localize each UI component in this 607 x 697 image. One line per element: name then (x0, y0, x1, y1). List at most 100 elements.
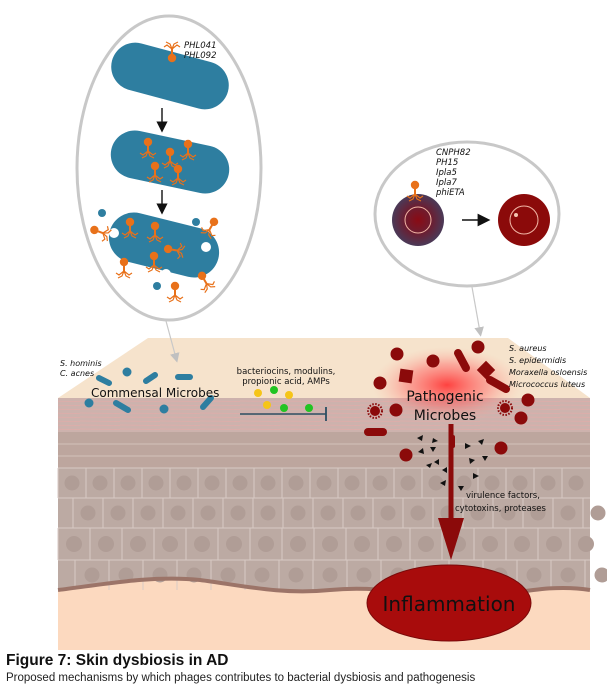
cell-nucleus (380, 505, 396, 521)
inflammation-ellipse (366, 564, 532, 642)
cell-nucleus (290, 505, 306, 521)
commensal-rod-intact (111, 42, 229, 110)
species-s-aureus: S. aureus (509, 344, 547, 353)
cell-nucleus (226, 536, 242, 552)
phage-label-cnph82: CNPH82 (436, 148, 471, 158)
cell-nucleus (194, 536, 210, 552)
cell-nucleus (260, 475, 276, 491)
cell-grid (57, 467, 607, 590)
species-c-acnes: C. acnes (60, 369, 94, 378)
cell-nucleus (350, 505, 366, 521)
cell-nucleus (594, 567, 607, 583)
integrated-genome-ring (509, 205, 539, 235)
antimicrobial-molecules (254, 386, 313, 412)
virulence-factor-triangles (417, 435, 488, 491)
cell-nucleus (230, 505, 246, 521)
pathogenic-label-line1: Pathogenic (406, 389, 483, 405)
phage-label-phieta: phiETA (435, 188, 465, 198)
cell-nucleus (386, 536, 402, 552)
cell-nucleus (148, 475, 164, 491)
commensal-population: S. hominis C. acnes Commensal Microbes (60, 359, 219, 414)
cell-nucleus (80, 505, 96, 521)
cell-nucleus (354, 536, 370, 552)
lysis-holes (109, 228, 211, 279)
callout-pointer-commensal (165, 320, 180, 363)
cell-nucleus (200, 505, 216, 521)
cell-nucleus (456, 475, 472, 491)
cell-nucleus (410, 505, 426, 521)
cell-nucleus (344, 475, 360, 491)
virulence-label-line2: cytotoxins, proteases (455, 504, 546, 514)
cell-nucleus (356, 567, 372, 583)
phage-label-phl041: PHL041 (184, 41, 216, 51)
cell-nucleus (204, 475, 220, 491)
cell-nucleus (530, 505, 546, 521)
cell-nucleus (118, 567, 134, 583)
callout-pointer-pathogen (471, 286, 484, 337)
granular-layer (58, 432, 590, 468)
cell-nucleus (568, 475, 584, 491)
released-fragments (98, 209, 200, 290)
cell-nucleus (320, 505, 336, 521)
commensal-rod-lysing (108, 212, 220, 278)
cell-nucleus (64, 475, 80, 491)
cell-nucleus (322, 567, 338, 583)
cell-nucleus (484, 475, 500, 491)
cell-nucleus (560, 505, 576, 521)
cell-nucleus (322, 536, 338, 552)
cell-nucleus (590, 505, 606, 521)
spiky-bacteria (367, 400, 513, 419)
plasmid-ring (404, 206, 432, 234)
cell-nucleus (540, 475, 556, 491)
cell-nucleus (98, 536, 114, 552)
cell-nucleus (578, 536, 594, 552)
cell-nucleus (254, 567, 270, 583)
cell-nucleus (288, 475, 304, 491)
pathogen-callout-border (373, 140, 561, 288)
inflammation-label: Inflammation (383, 592, 516, 616)
cell-nucleus (232, 475, 248, 491)
pathogenesis-arrow-head (438, 518, 464, 560)
cell-nucleus (110, 505, 126, 521)
cell-nucleus (258, 536, 274, 552)
cell-nucleus (560, 567, 576, 583)
prophage-insert (514, 213, 518, 217)
cell-nucleus (162, 536, 178, 552)
cell-nucleus (546, 536, 562, 552)
cell-nucleus (66, 536, 82, 552)
inhibition-label-line2: propionic acid, AMPs (242, 377, 330, 387)
cell-nucleus (140, 505, 156, 521)
cell-nucleus (316, 475, 332, 491)
cell-nucleus (92, 475, 108, 491)
cell-nucleus (500, 505, 516, 521)
pathogenic-label-line2: Microbes (414, 408, 476, 424)
inhibition-label-line1: bacteriocins, modulins, (237, 367, 336, 377)
species-s-epidermidis: S. epidermidis (509, 356, 566, 365)
cell-nucleus (400, 475, 416, 491)
cell-nucleus (482, 536, 498, 552)
skin-dysbiosis-figure: PHL041 PHL092 CNPH (57, 14, 607, 650)
cell-nucleus (372, 475, 388, 491)
pathogen-cell-infected (392, 194, 444, 246)
cell-nucleus (470, 505, 486, 521)
cell-nucleus (120, 475, 136, 491)
phage-label-ipla5: Ipla5 (436, 168, 457, 178)
cell-nucleus (512, 475, 528, 491)
cell-nucleus (526, 567, 542, 583)
pathogenic-population: Pathogenic Microbes S. aureus S. epiderm… (364, 340, 587, 462)
caption-title: Figure 7: Skin dysbiosis in AD (6, 652, 229, 669)
cell-nucleus (84, 567, 100, 583)
cell-nucleus (260, 505, 276, 521)
cell-nucleus (176, 475, 192, 491)
phage-label-ph15: PH15 (436, 158, 458, 168)
cell-nucleus (170, 505, 186, 521)
pathogen-callout: CNPH82 PH15 Ipla5 Ipla7 phiETA (373, 140, 561, 337)
cell-nucleus (288, 567, 304, 583)
species-micrococcus-luteus: Micrococcus luteus (509, 380, 585, 389)
figure-caption: Figure 7: Skin dysbiosis in AD Proposed … (6, 652, 606, 686)
pathogen-cell-lysogen (498, 194, 550, 246)
inhibition-mechanism: bacteriocins, modulins, propionic acid, … (237, 367, 336, 421)
cell-nucleus (514, 536, 530, 552)
species-s-hominis: S. hominis (60, 359, 102, 368)
cell-nucleus (428, 475, 444, 491)
